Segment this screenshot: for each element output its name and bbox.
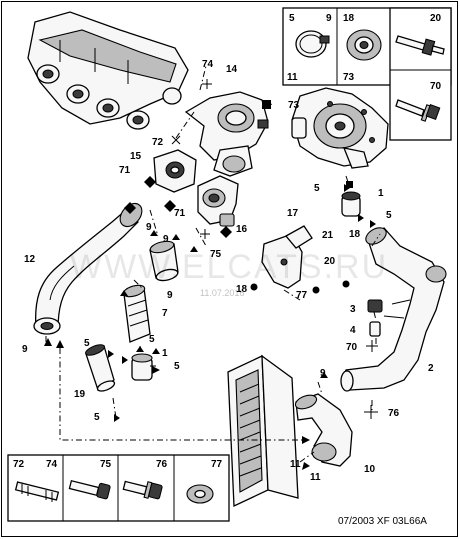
diagram-reference: 07/2003 XF 03L66A xyxy=(338,516,427,527)
callout-10: 10 xyxy=(364,464,376,475)
callout-5: 5 xyxy=(94,412,100,423)
panel-label: 75 xyxy=(100,459,112,470)
panel-label: 76 xyxy=(156,459,168,470)
watermark: WWW.ELCATS.RU xyxy=(70,248,388,286)
callout-70: 70 xyxy=(346,342,358,353)
support-bracket xyxy=(261,225,313,289)
panel-label: 9 xyxy=(326,13,332,24)
flange-bolt-icon xyxy=(122,480,163,500)
intake-pipe xyxy=(122,284,151,343)
callout-74: 74 xyxy=(202,59,214,70)
callout-17: 17 xyxy=(287,208,299,219)
panel-label: 5 xyxy=(289,13,295,24)
stud-icon xyxy=(14,481,60,502)
turbocharger xyxy=(291,87,389,169)
callout-1: 1 xyxy=(378,188,384,199)
hose-coupler-lower xyxy=(131,353,153,381)
callout-5: 5 xyxy=(149,334,155,345)
callout-18: 18 xyxy=(349,229,361,240)
hardware-panel-bottom: 72 74 75 76 77 xyxy=(7,454,230,522)
callout-9: 9 xyxy=(146,222,152,233)
panel-label: 74 xyxy=(46,459,58,470)
callout-labels: 74 14 73 72 15 71 71 9 9 9 9 9 16 75 17 … xyxy=(22,59,434,483)
callout-4: 4 xyxy=(350,325,356,336)
exhaust-manifold xyxy=(27,11,189,130)
callout-11: 11 xyxy=(290,459,301,470)
callout-75: 75 xyxy=(210,249,222,260)
hardware-panel-top: 5 9 11 18 73 20 70 xyxy=(282,7,452,141)
callout-20: 20 xyxy=(324,256,336,267)
callout-21: 21 xyxy=(322,230,334,241)
panel-label: 72 xyxy=(13,459,25,470)
intercooler xyxy=(227,354,299,508)
reference-markers xyxy=(44,79,378,470)
callout-1: 1 xyxy=(162,348,168,359)
intercooler-pipe xyxy=(340,227,447,392)
egr-elbow-assembly xyxy=(184,91,269,177)
callout-71: 71 xyxy=(119,165,131,176)
callout-77: 77 xyxy=(296,290,308,301)
air-elbow xyxy=(197,175,239,227)
callout-72: 72 xyxy=(152,137,164,148)
callout-5: 5 xyxy=(174,361,180,372)
callout-9: 9 xyxy=(320,368,326,379)
callout-5: 5 xyxy=(314,183,320,194)
callout-73: 73 xyxy=(288,100,300,111)
washer-icon xyxy=(186,484,214,504)
hose-coupler-upper xyxy=(341,191,361,217)
callout-11: 11 xyxy=(310,472,321,483)
flange-bolt-icon xyxy=(395,99,441,122)
hose-clamp-icon xyxy=(295,30,330,58)
callout-76: 76 xyxy=(388,408,400,419)
panel-label: 20 xyxy=(430,13,442,24)
callout-18: 18 xyxy=(236,284,248,295)
egr-valve xyxy=(153,149,197,193)
short-hose xyxy=(149,240,179,282)
panel-label: 73 xyxy=(343,72,355,83)
callout-3: 3 xyxy=(350,304,356,315)
mount-bushing xyxy=(367,299,383,337)
bolt-icon xyxy=(68,479,111,500)
callout-14: 14 xyxy=(226,64,238,75)
callout-5: 5 xyxy=(386,210,392,221)
callout-9: 9 xyxy=(167,290,173,301)
callout-9: 9 xyxy=(22,344,28,355)
panel-label: 18 xyxy=(343,13,355,24)
panel-label: 77 xyxy=(211,459,223,470)
intercooler-outlet-hose xyxy=(294,393,353,467)
panel-label: 11 xyxy=(287,72,298,83)
seal-ring-icon xyxy=(346,29,382,61)
callout-7: 7 xyxy=(162,308,168,319)
intake-hose-long xyxy=(33,202,143,335)
callout-19: 19 xyxy=(74,389,86,400)
callout-2: 2 xyxy=(428,363,434,374)
callout-12: 12 xyxy=(24,254,36,265)
watermark-date: 11.07.2016 xyxy=(200,288,244,298)
panel-label: 70 xyxy=(430,81,442,92)
callout-71: 71 xyxy=(174,208,186,219)
callout-16: 16 xyxy=(236,224,248,235)
hose-sleeve xyxy=(85,344,116,392)
callout-15: 15 xyxy=(130,151,142,162)
callout-9: 9 xyxy=(163,234,169,245)
stud-icon xyxy=(395,35,445,56)
callout-5: 5 xyxy=(84,338,90,349)
